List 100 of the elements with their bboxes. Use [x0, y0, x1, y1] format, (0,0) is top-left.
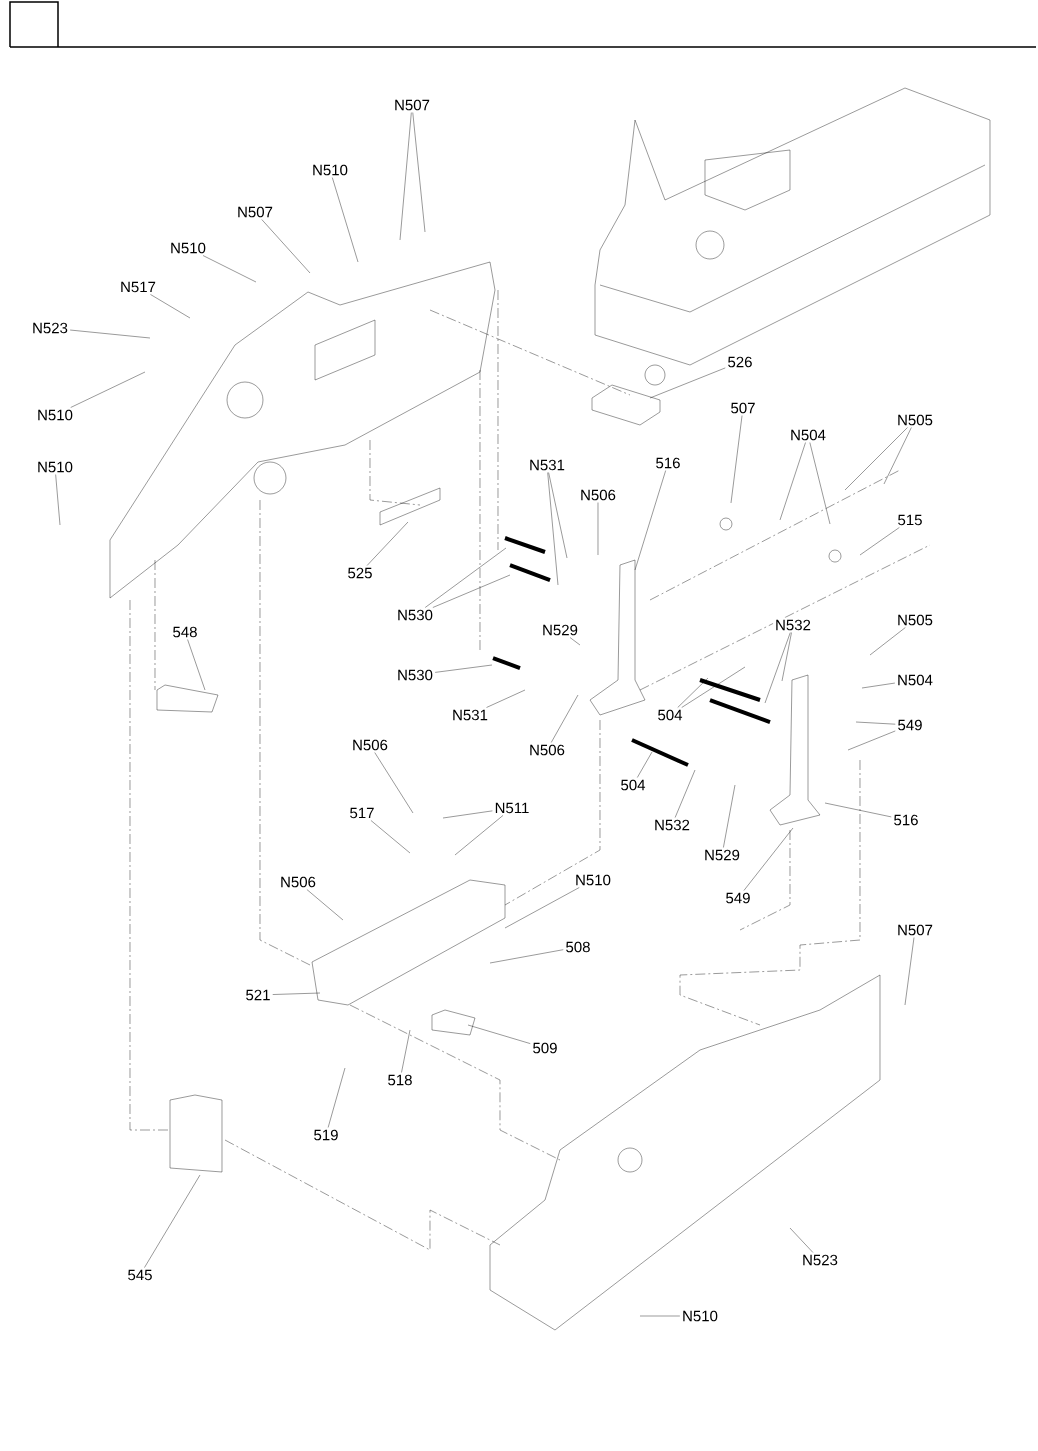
leader-line [674, 769, 696, 818]
leader-line [401, 1029, 411, 1073]
callout-number: N505 [895, 612, 935, 628]
leader-line [332, 177, 359, 263]
callout-number: N531 [527, 457, 567, 473]
leader-line [425, 547, 507, 608]
leader-line [547, 472, 559, 586]
callout-number: N532 [652, 817, 692, 833]
leader-line [859, 527, 900, 556]
leader-line [904, 937, 915, 1006]
callout-number: N523 [800, 1252, 840, 1268]
callout-number: 545 [125, 1267, 155, 1283]
leader-line [743, 827, 794, 891]
leader-line [551, 694, 579, 743]
callout-number: 508 [563, 939, 593, 955]
leader-line [55, 474, 61, 526]
leader-line [548, 472, 568, 559]
callout-number: N511 [492, 800, 532, 816]
leader-line [597, 502, 599, 556]
callout-number: N510 [310, 162, 350, 178]
leader-line [723, 784, 736, 848]
leader-line [504, 887, 580, 929]
callout-number: 509 [530, 1040, 560, 1056]
leader-line [569, 637, 581, 646]
leader-line [202, 255, 257, 283]
callout-number: N531 [450, 707, 490, 723]
callout-number: N532 [773, 617, 813, 633]
leader-line [454, 815, 504, 856]
leader-line [467, 1024, 531, 1044]
callout-number: N506 [350, 737, 390, 753]
leader-line [261, 219, 311, 274]
callout-number: N506 [527, 742, 567, 758]
callout-number: N523 [30, 320, 70, 336]
callout-number: 549 [723, 890, 753, 906]
leader-line [150, 294, 191, 319]
leader-line [847, 730, 896, 751]
callout-number: 549 [895, 717, 925, 733]
callout-number: 526 [725, 354, 755, 370]
callout-number: N507 [895, 922, 935, 938]
callout-number: N529 [702, 847, 742, 863]
callout-number: 517 [347, 805, 377, 821]
leader-line [681, 666, 746, 708]
leader-line [442, 810, 493, 819]
callout-number: 518 [385, 1072, 415, 1088]
callout-number: 504 [618, 777, 648, 793]
leader-line [412, 112, 426, 233]
callout-number: 519 [311, 1127, 341, 1143]
leader-line [370, 820, 411, 854]
callout-number: 516 [891, 812, 921, 828]
leader-line [677, 677, 709, 708]
leader-line [69, 329, 151, 339]
callout-number: 521 [243, 987, 273, 1003]
leader-line [781, 632, 792, 682]
callout-number: 525 [345, 565, 375, 581]
leader-line [649, 367, 726, 399]
leader-line [789, 1227, 814, 1253]
leader-line [855, 721, 896, 725]
leader-line [399, 112, 412, 241]
leader-line [366, 521, 409, 566]
leader-line [883, 427, 912, 485]
leader-line [489, 949, 564, 964]
callout-number: N530 [395, 607, 435, 623]
callout-number: N510 [680, 1308, 720, 1324]
leader-line [634, 470, 666, 571]
callout-number: 507 [728, 400, 758, 416]
callout-number: N507 [392, 97, 432, 113]
leader-line [70, 371, 146, 408]
callout-number: N505 [895, 412, 935, 428]
leader-line [779, 442, 806, 521]
leader-line [432, 574, 511, 608]
leader-line [809, 442, 831, 525]
callout-number: N510 [573, 872, 613, 888]
callout-number: N529 [540, 622, 580, 638]
callout-number: N517 [118, 279, 158, 295]
leader-line [272, 992, 321, 995]
leader-line [869, 627, 906, 656]
leader-line [486, 689, 526, 708]
callout-number: N506 [278, 874, 318, 890]
callout-number: N510 [35, 459, 75, 475]
callout-number: N510 [168, 240, 208, 256]
callout-number: N510 [35, 407, 75, 423]
callout-number: 548 [170, 624, 200, 640]
leader-line [144, 1174, 201, 1268]
leader-line [844, 427, 908, 491]
leader-line [639, 1315, 681, 1317]
callout-number: N506 [578, 487, 618, 503]
leader-line [730, 415, 743, 504]
leader-line [824, 802, 892, 818]
leader-line [764, 632, 791, 704]
leader-line [374, 752, 414, 814]
callout-number: N507 [235, 204, 275, 220]
callout-number: 516 [653, 455, 683, 471]
leader-line [306, 889, 344, 921]
leader-line [434, 664, 493, 673]
leader-line [637, 751, 653, 778]
callout-number: N530 [395, 667, 435, 683]
leader-line [327, 1067, 346, 1128]
callout-number: 504 [655, 707, 685, 723]
leader-line [187, 639, 206, 691]
callout-number: 515 [895, 512, 925, 528]
